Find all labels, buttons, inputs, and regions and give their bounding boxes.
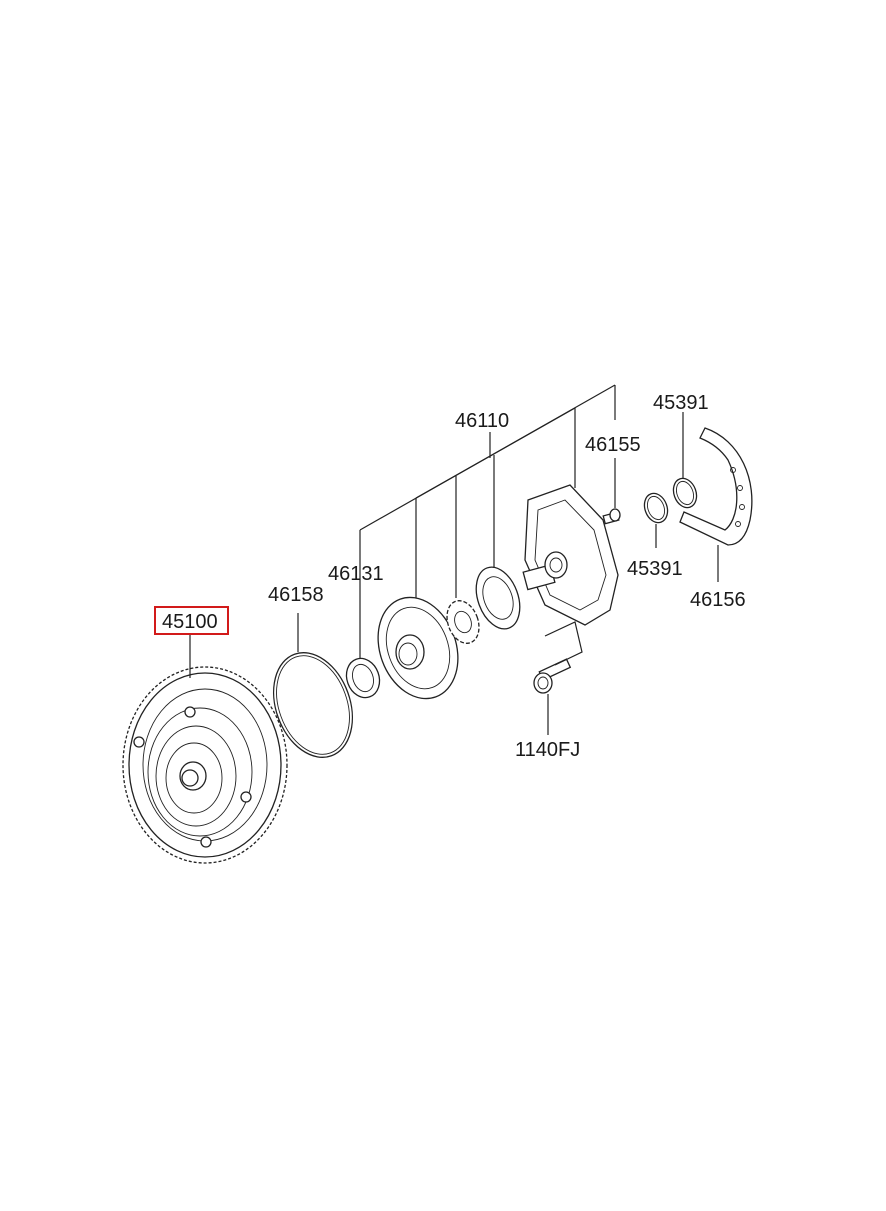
inner-gear[interactable] (441, 596, 484, 648)
pump-bolt[interactable] (602, 508, 621, 525)
label-46110[interactable]: 46110 (455, 410, 509, 432)
label-45391-top[interactable]: 45391 (653, 392, 709, 414)
gasket[interactable] (679, 427, 753, 546)
leader-lines (189, 384, 719, 735)
label-45100[interactable]: 45100 (162, 611, 218, 633)
seal-ring-b[interactable] (670, 475, 701, 511)
highlight-box (154, 606, 229, 635)
label-46158[interactable]: 46158 (268, 584, 324, 606)
label-45391-bottom[interactable]: 45391 (627, 558, 683, 580)
pump-cover[interactable] (522, 484, 619, 626)
label-46131[interactable]: 46131 (328, 563, 384, 585)
outer-gear[interactable] (468, 561, 527, 635)
label-1140fj[interactable]: 1140FJ (515, 739, 580, 761)
label-46156[interactable]: 46156 (690, 589, 746, 611)
flange-bolt[interactable] (533, 658, 572, 694)
seal-ring-a[interactable] (641, 490, 672, 526)
torque-converter[interactable] (122, 666, 288, 864)
o-ring[interactable] (260, 642, 366, 769)
label-46155[interactable]: 46155 (585, 434, 641, 456)
oil-seal[interactable] (341, 654, 385, 703)
